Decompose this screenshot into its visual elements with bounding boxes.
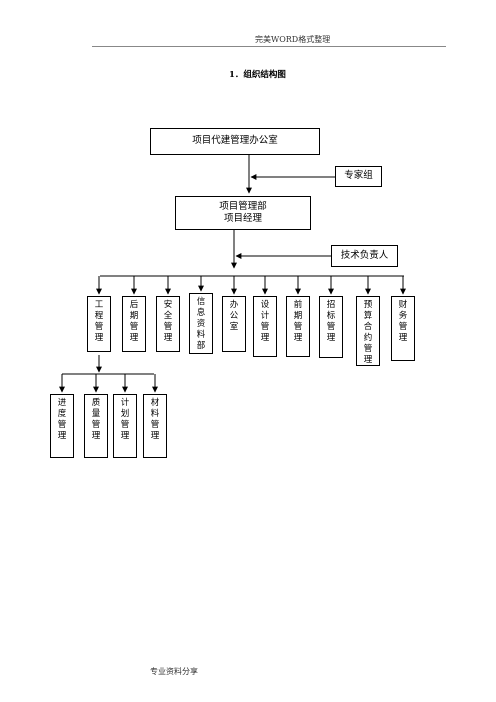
page-footer: 专业资料分享 bbox=[150, 667, 198, 676]
tech-lead-label: 技术负责人 bbox=[340, 249, 389, 261]
office-label: 项目代建管理办公室 bbox=[192, 135, 278, 147]
department-9-box: 预算合约管理 bbox=[356, 296, 380, 366]
department-2-label: 后期管理 bbox=[129, 300, 139, 343]
section-heading: 1．组织结构图 bbox=[229, 70, 286, 80]
department-2-box: 后期管理 bbox=[122, 296, 146, 352]
department-5-label: 办公室 bbox=[229, 300, 239, 332]
subunit-4-box: 材料管理 bbox=[143, 394, 167, 458]
page-header: 完美WORD格式整理 bbox=[255, 35, 331, 44]
department-drop-arrows bbox=[96, 276, 406, 295]
department-6-label: 设计管理 bbox=[260, 300, 270, 343]
project-manager-label: 项目经理 bbox=[223, 213, 262, 224]
subunit-1-label: 进度管理 bbox=[57, 398, 67, 441]
department-3-box: 安全管理 bbox=[156, 296, 180, 352]
department-1-label: 工程管理 bbox=[94, 300, 104, 343]
department-8-box: 招标管理 bbox=[319, 296, 343, 358]
subunit-2-label: 质量管理 bbox=[91, 398, 101, 441]
subunit-3-label: 计划管理 bbox=[120, 398, 130, 441]
department-3-label: 安全管理 bbox=[163, 300, 173, 343]
department-10-label: 财务管理 bbox=[398, 300, 408, 343]
subunit-1-box: 进度管理 bbox=[50, 394, 74, 458]
office-box: 项目代建管理办公室 bbox=[150, 128, 320, 155]
department-5-box: 办公室 bbox=[222, 296, 246, 352]
department-1-box: 工程管理 bbox=[87, 296, 111, 352]
department-8-label: 招标管理 bbox=[326, 300, 336, 343]
department-6-box: 设计管理 bbox=[253, 296, 277, 357]
experts-label: 专家组 bbox=[344, 170, 373, 182]
project-management-dept-box: 项目管理部 项目经理 bbox=[175, 196, 311, 230]
department-7-label: 前期管理 bbox=[293, 300, 303, 343]
department-9-label: 预算合约管理 bbox=[363, 300, 373, 365]
dept-name-label: 项目管理部 bbox=[219, 200, 267, 212]
tech-lead-box: 技术负责人 bbox=[331, 245, 398, 267]
header-rule bbox=[92, 46, 446, 47]
experts-box: 专家组 bbox=[335, 166, 382, 187]
department-7-box: 前期管理 bbox=[286, 296, 310, 357]
subunit-4-label: 材料管理 bbox=[150, 398, 160, 441]
department-4-label: 信息资料部 bbox=[196, 297, 206, 351]
subunit-2-box: 质量管理 bbox=[84, 394, 108, 458]
subunit-drop-arrows bbox=[59, 374, 158, 393]
subunit-3-box: 计划管理 bbox=[113, 394, 137, 458]
department-10-box: 财务管理 bbox=[391, 296, 415, 361]
department-4-box: 信息资料部 bbox=[189, 293, 213, 354]
